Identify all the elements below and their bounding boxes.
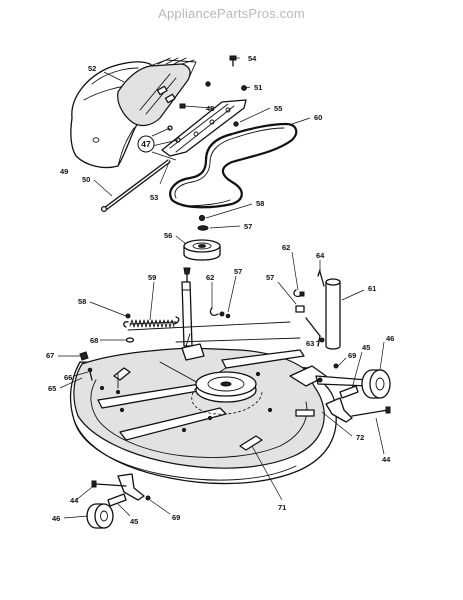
callout-62: 62	[282, 243, 290, 252]
callout-45-left: 45	[130, 517, 138, 526]
callout-60: 60	[314, 113, 322, 122]
hardware-small-parts	[167, 55, 247, 143]
callout-61: 61	[368, 284, 376, 293]
callout-72: 72	[356, 433, 364, 442]
watermark: AppliancePartsPros.com	[158, 6, 305, 21]
left-gauge-wheel-46	[86, 503, 114, 529]
pivot-tube-61	[325, 278, 341, 350]
callout-54: 54	[248, 54, 257, 63]
callout-58: 58	[256, 199, 264, 208]
callout-69-right: 69	[348, 351, 356, 360]
rod-50	[100, 159, 171, 213]
callout-64: 64	[316, 251, 325, 260]
callout-69-left: 69	[172, 513, 180, 522]
callout-50: 50	[82, 175, 90, 184]
callout-71: 71	[278, 503, 286, 512]
callout-56: 56	[164, 231, 172, 240]
mounting-bracket-53	[161, 99, 247, 157]
right-axle-sleeve-45	[339, 385, 359, 399]
callout-47: 47	[141, 139, 151, 149]
linkage-parts-62-64-63	[293, 269, 325, 347]
callout-53: 53	[150, 193, 158, 202]
callout-labels: 54 52 51 48 55 60 47 49 50 53 58 57 56 6…	[46, 54, 394, 526]
left-axle-sleeve-45	[107, 493, 127, 507]
callout-52: 52	[88, 64, 96, 73]
deck-shell	[69, 321, 371, 485]
drive-belt-60	[169, 122, 298, 209]
right-bolt-44	[351, 406, 391, 417]
leader-lines	[58, 57, 385, 519]
callout-51: 51	[254, 83, 262, 92]
callout-63: 63	[306, 339, 314, 348]
belt-cover-bracket-52	[117, 57, 197, 127]
callout-59: 59	[148, 273, 156, 282]
callout-47-badge: 47	[137, 135, 155, 153]
left-nut-69	[145, 495, 151, 501]
callout-58-left: 58	[78, 297, 86, 306]
callout-67: 67	[46, 351, 54, 360]
idler-arm-rod	[181, 267, 193, 347]
callout-55: 55	[274, 104, 282, 113]
callout-48: 48	[206, 104, 214, 113]
callout-46-right: 46	[386, 334, 394, 343]
pin-62	[209, 307, 231, 319]
callout-44-right: 44	[382, 455, 391, 464]
extension-spring-59	[123, 316, 180, 328]
callout-65: 65	[48, 384, 56, 393]
callout-45-right: 45	[362, 343, 370, 352]
idler-pulley-56	[183, 214, 221, 261]
callout-57-mid: 57	[234, 267, 242, 276]
callout-62-lower: 62	[206, 273, 214, 282]
right-gauge-wheel-46	[361, 369, 391, 399]
callout-57-right: 57	[266, 273, 274, 282]
right-wheel-bracket-72	[325, 397, 353, 423]
right-nut-69	[333, 363, 339, 369]
deck-hardware-left	[79, 313, 135, 389]
callout-46-left: 46	[52, 514, 60, 523]
callout-49: 49	[60, 167, 68, 176]
callout-57: 57	[244, 222, 252, 231]
callout-66: 66	[64, 373, 72, 382]
left-wheel-bracket	[117, 473, 145, 501]
callout-68: 68	[90, 336, 98, 345]
callout-44-left: 44	[70, 496, 79, 505]
